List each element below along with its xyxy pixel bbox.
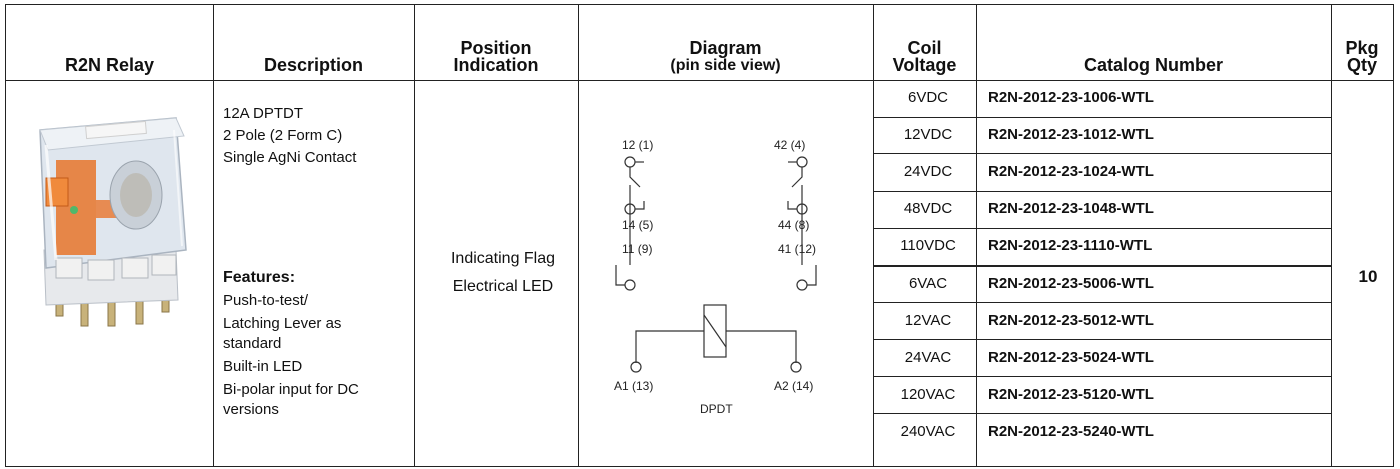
- row-divider: [873, 376, 1331, 377]
- row-divider: [873, 191, 1331, 192]
- features-title: Features:: [223, 269, 296, 286]
- voltage-cell: 6VDC: [907, 89, 948, 106]
- voltage-cell: 24VAC: [904, 349, 952, 366]
- pin-label: A2 (14): [774, 379, 813, 393]
- header-diagram: Diagram(pin side view): [670, 38, 781, 74]
- features-cell: Features: Push-to-test/ Latching Lever a…: [223, 268, 408, 420]
- catalog-number: R2N-2012-23-1012-WTL: [988, 126, 1154, 143]
- pin-label: A1 (13): [614, 379, 653, 393]
- feature-line: Latching Lever as: [223, 315, 342, 332]
- row-divider: [873, 413, 1331, 414]
- pin-label: 12 (1): [622, 138, 653, 152]
- diagram-caption: DPDT: [700, 402, 733, 416]
- position-line: Electrical LED: [452, 278, 554, 295]
- catalog-number: R2N-2012-23-5240-WTL: [988, 423, 1154, 440]
- row-divider: [873, 117, 1331, 118]
- row-divider: [873, 302, 1331, 303]
- row-divider: [873, 153, 1331, 154]
- row-divider: [873, 339, 1331, 340]
- description-line: 2 Pole (2 Form C): [223, 127, 343, 144]
- position-line: Indicating Flag: [450, 250, 556, 267]
- column-divider: [1331, 5, 1332, 466]
- voltage-cell: 6VAC: [908, 275, 948, 292]
- wiring-diagram: 12 (1) 42 (4) 14 (5) 44 (8) 11 (9) 41 (1…: [614, 138, 817, 416]
- relay-product-image: [39, 117, 187, 327]
- pin-label: 42 (4): [774, 138, 805, 152]
- header-divider: [6, 80, 1393, 81]
- catalog-number: R2N-2012-23-1048-WTL: [988, 200, 1154, 217]
- row-divider: [873, 265, 1331, 267]
- catalog-number: R2N-2012-23-1006-WTL: [988, 89, 1154, 106]
- column-divider: [213, 5, 214, 466]
- catalog-number: R2N-2012-23-5012-WTL: [988, 312, 1154, 329]
- catalog-number: R2N-2012-23-5120-WTL: [988, 386, 1154, 403]
- header-catalog-number: Catalog Number: [1083, 55, 1224, 75]
- description-cell: 12A DPTDT 2 Pole (2 Form C) Single AgNi …: [223, 103, 408, 169]
- row-divider: [873, 228, 1331, 229]
- feature-line: Push-to-test/: [223, 292, 309, 309]
- voltage-cell: 24VDC: [903, 163, 953, 180]
- feature-line: standard: [223, 335, 282, 352]
- voltage-cell: 120VAC: [900, 386, 956, 403]
- column-divider: [976, 5, 977, 466]
- feature-line: versions: [223, 401, 279, 418]
- column-divider: [578, 5, 579, 466]
- description-line: 12A DPTDT: [223, 105, 304, 122]
- voltage-cell: 48VDC: [903, 200, 953, 217]
- pin-label: 11 (9): [622, 242, 652, 256]
- voltage-cell: 110VDC: [900, 237, 956, 254]
- column-divider: [414, 5, 415, 466]
- catalog-number: R2N-2012-23-1110-WTL: [988, 237, 1153, 254]
- header-description: Description: [263, 55, 364, 75]
- pin-label: 44 (8): [778, 218, 809, 232]
- voltage-cell: 240VAC: [900, 423, 956, 440]
- voltage-cell: 12VDC: [903, 126, 953, 143]
- pin-label: 41 (12): [778, 242, 816, 256]
- position-indication-cell: Indicating Flag Electrical LED: [424, 245, 582, 301]
- pkg-qty-value: 10: [1358, 267, 1378, 286]
- pin-label: 14 (5): [622, 218, 653, 232]
- feature-line: Built-in LED: [223, 358, 303, 375]
- feature-line: Bi-polar input for DC: [223, 381, 359, 398]
- catalog-number: R2N-2012-23-1024-WTL: [988, 163, 1154, 180]
- catalog-number: R2N-2012-23-5024-WTL: [988, 349, 1154, 366]
- description-line: Single AgNi Contact: [223, 149, 357, 166]
- catalog-number: R2N-2012-23-5006-WTL: [988, 275, 1154, 292]
- voltage-cell: 12VAC: [904, 312, 952, 329]
- header-relay: R2N Relay: [64, 55, 155, 75]
- column-divider: [873, 5, 874, 466]
